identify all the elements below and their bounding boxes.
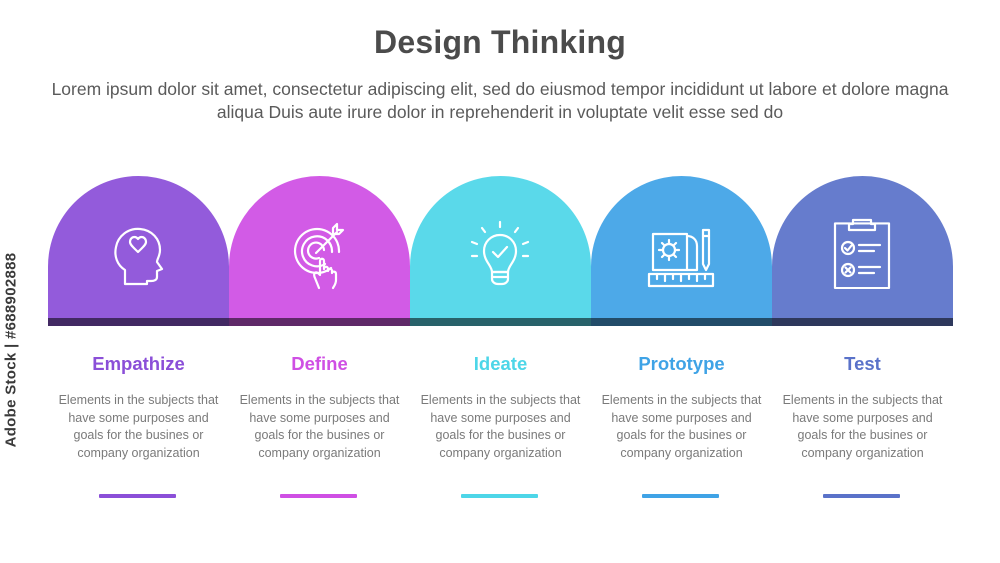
step-title: Test — [844, 353, 881, 374]
step-description: Elements in the subjects that have some … — [601, 393, 762, 460]
step-description: Elements in the subjects that have some … — [58, 393, 219, 460]
step-title: Empathize — [92, 353, 185, 374]
page-subtitle: Lorem ipsum dolor sit amet, consectetur … — [51, 79, 949, 122]
step-empathize: Empathize Elements in the subjects that … — [48, 176, 229, 516]
step-base — [591, 318, 772, 326]
step-base — [229, 318, 410, 326]
lightbulb-check-icon — [460, 216, 540, 296]
step-underline — [99, 494, 176, 498]
clipboard-checklist-icon — [822, 216, 902, 296]
head-with-heart-icon — [98, 216, 178, 296]
step-base — [410, 318, 591, 326]
blueprint-ruler-icon — [641, 216, 721, 296]
page-title: Design Thinking — [374, 24, 626, 60]
step-define: Define Elements in the subjects that hav… — [229, 176, 410, 516]
step-base — [48, 318, 229, 326]
step-description: Elements in the subjects that have some … — [782, 393, 943, 460]
step-underline — [642, 494, 719, 498]
step-description: Elements in the subjects that have some … — [420, 393, 581, 460]
step-arch — [591, 176, 772, 326]
step-ideate: Ideate Elements in the subjects that hav… — [410, 176, 591, 516]
step-base — [772, 318, 953, 326]
step-title: Ideate — [473, 353, 528, 374]
step-underline — [461, 494, 538, 498]
step-test: Test Elements in the subjects that have … — [772, 176, 953, 516]
step-underline — [280, 494, 357, 498]
step-title: Define — [291, 353, 348, 374]
watermark-text: Adobe Stock | #688902888 — [2, 252, 20, 448]
step-title: Prototype — [638, 353, 725, 374]
step-description: Elements in the subjects that have some … — [239, 393, 400, 460]
step-arch — [410, 176, 591, 326]
target-with-hand-icon — [279, 216, 359, 296]
stock-watermark: Adobe Stock | #688902888 — [0, 150, 24, 550]
step-underline — [823, 494, 900, 498]
step-prototype: Prototype Elements in the subjects that … — [591, 176, 772, 516]
